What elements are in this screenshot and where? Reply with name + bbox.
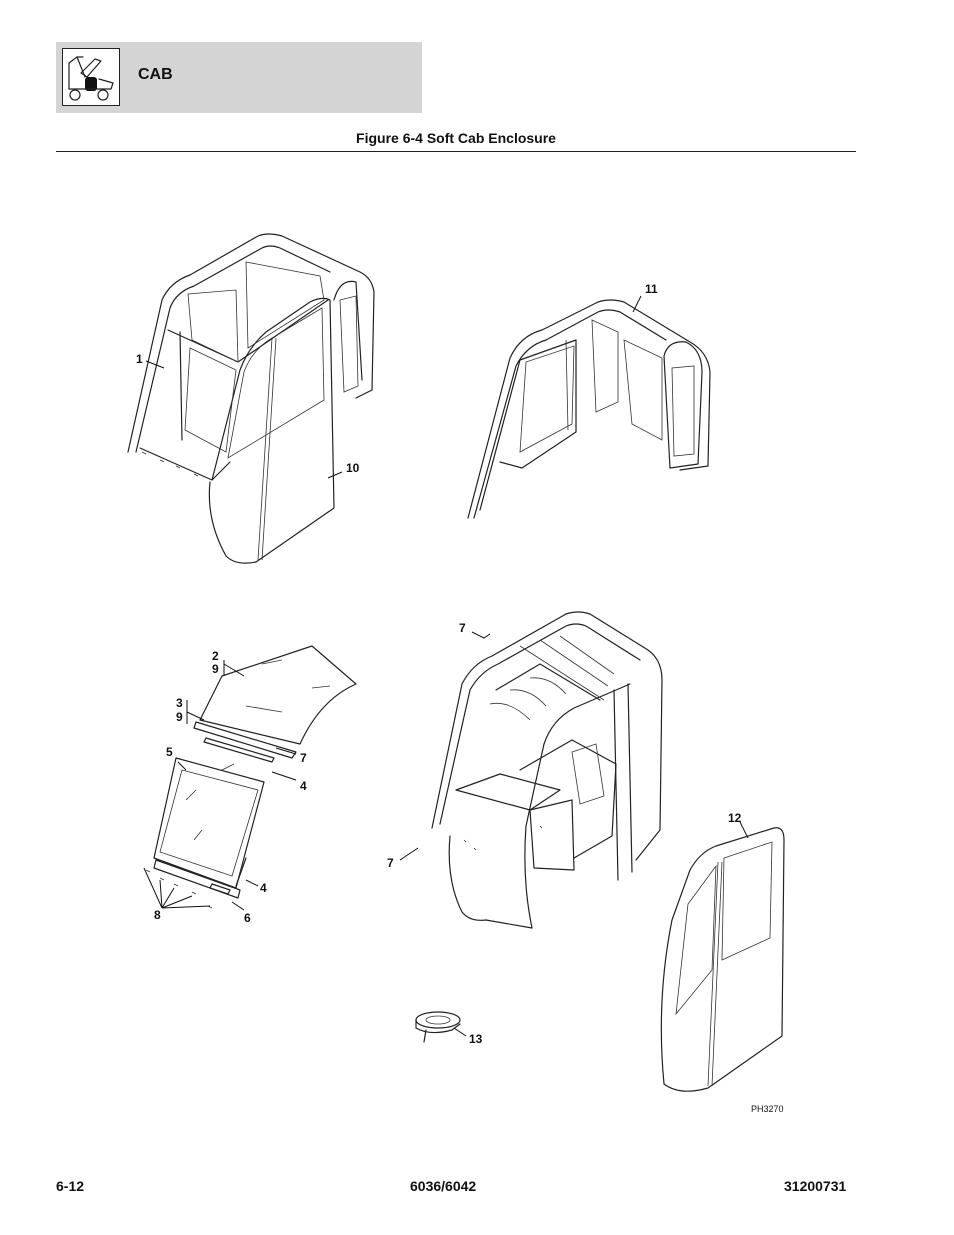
callout-9-upper: 9 (212, 662, 219, 676)
windshield-parts (145, 645, 357, 909)
title-rule (56, 151, 856, 152)
figure-title: Figure 6-4 Soft Cab Enclosure (356, 130, 556, 146)
cab-frame-structure (431, 611, 663, 929)
callout-1: 1 (136, 352, 143, 366)
callout-5: 5 (166, 745, 173, 759)
callout-4-lower: 4 (260, 881, 267, 895)
callout-11: 11 (645, 282, 658, 296)
section-title: CAB (138, 66, 173, 83)
callout-4-upper: 4 (300, 779, 307, 793)
callout-7-top: 7 (459, 621, 466, 635)
footer-page-number: 6-12 (56, 1178, 85, 1194)
callout-6: 6 (244, 911, 251, 925)
cab-frame-assembly (127, 233, 375, 564)
callout-3: 3 (176, 696, 183, 710)
callout-2: 2 (212, 649, 219, 663)
tape-roll (415, 1011, 461, 1043)
soft-cab-cover (467, 299, 711, 519)
callout-10: 10 (346, 461, 360, 475)
figure-id: PH3270 (751, 1104, 784, 1114)
callout-13: 13 (469, 1032, 483, 1046)
footer-model: 6036/6042 (410, 1178, 477, 1194)
callout-9-lower: 9 (176, 710, 183, 724)
footer-doc-number: 31200731 (784, 1178, 847, 1194)
telehandler-cab-icon (62, 48, 120, 106)
callout-7-windshield: 7 (300, 751, 307, 765)
cab-door (660, 827, 785, 1092)
callout-8: 8 (154, 908, 161, 922)
callout-7-side: 7 (387, 856, 394, 870)
callout-12: 12 (728, 811, 742, 825)
